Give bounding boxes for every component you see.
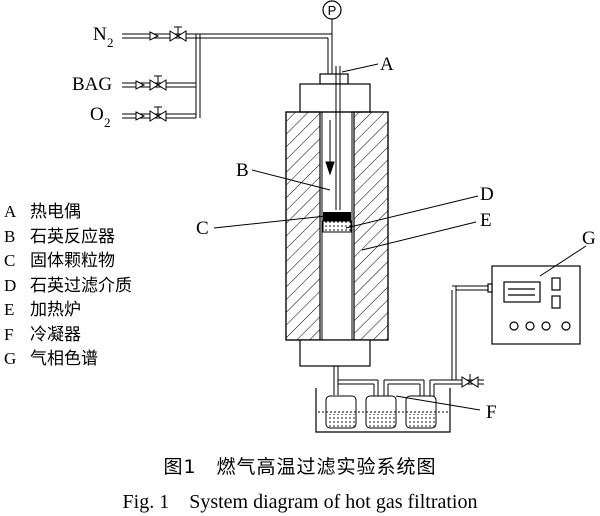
solid-particles — [323, 212, 351, 221]
quartz-reactor — [321, 66, 353, 340]
n2-subscript: 2 — [107, 35, 114, 50]
n2-label: N — [93, 24, 107, 45]
label-d: D — [480, 184, 494, 205]
reactor-top-flange — [299, 73, 371, 113]
gas-chromatograph — [487, 265, 581, 345]
valves — [135, 26, 187, 122]
outlet-valve — [461, 374, 479, 388]
condenser-bottles — [318, 395, 448, 429]
bag-label: BAG — [72, 74, 112, 95]
leader-lines — [213, 63, 587, 411]
quartz-filter-media — [322, 220, 352, 233]
reactor-bottom-flange — [299, 339, 371, 367]
label-a: A — [380, 54, 394, 75]
caption-chinese: 图1 燃气高温过滤实验系统图 — [163, 456, 437, 478]
o2-subscript: 2 — [104, 115, 111, 130]
gas-inlet-lines — [122, 18, 333, 119]
condenser-bath — [315, 388, 451, 433]
pressure-gauge-icon: P — [322, 0, 342, 20]
label-c: C — [196, 218, 209, 239]
label-g: G — [582, 228, 596, 249]
caption-english: Fig. 1 System diagram of hot gas filtrat… — [122, 491, 478, 513]
label-e: E — [480, 210, 492, 231]
gauge-label: P — [328, 3, 337, 18]
label-b: B — [236, 160, 249, 181]
o2-label: O — [90, 104, 104, 125]
label-f: F — [486, 402, 497, 423]
